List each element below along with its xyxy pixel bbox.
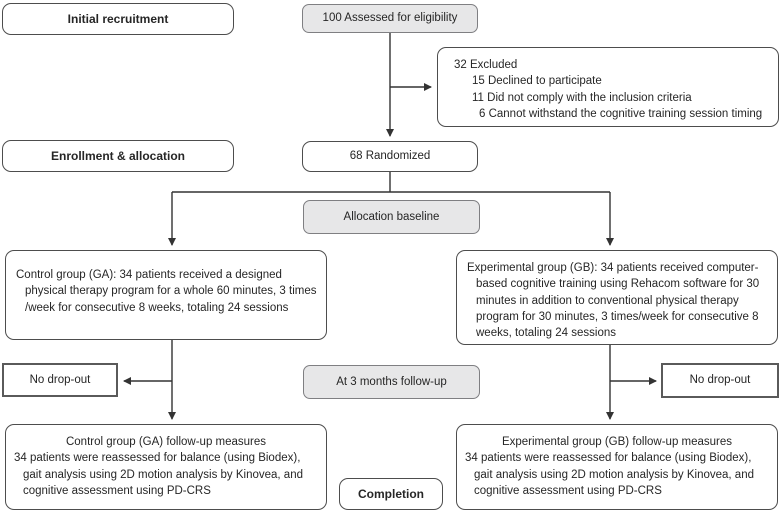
experimental-followup-title: Experimental group (GB) follow-up measur… xyxy=(501,436,733,448)
excluded-title: 32 Excluded xyxy=(454,59,518,71)
node-control-group: Control group (GA): 34 patients received… xyxy=(5,250,327,340)
experimental-followup-body: 34 patients were reassessed for balance … xyxy=(465,452,754,497)
stage-enrollment-allocation: Enrollment & allocation xyxy=(2,140,234,172)
stage-initial-recruitment: Initial recruitment xyxy=(2,3,234,35)
excluded-reason: 6 Cannot withstand the cognitive trainin… xyxy=(479,107,763,120)
control-group-text: Control group (GA): 34 patients received… xyxy=(16,269,317,314)
excluded-reason: 15 Declined to participate xyxy=(472,75,602,88)
node-experimental-group: Experimental group (GB): 34 patients rec… xyxy=(456,250,778,345)
node-control-followup: Control group (GA) follow-up measures 34… xyxy=(5,424,327,510)
node-followup-label: At 3 months follow-up xyxy=(303,365,480,399)
node-randomized: 68 Randomized xyxy=(302,141,478,172)
stage-completion: Completion xyxy=(339,478,443,510)
node-no-dropout-right: No drop-out xyxy=(661,363,779,398)
node-assessed-for-eligibility: 100 Assessed for eligibility xyxy=(302,4,478,33)
excluded-reason: 11 Did not comply with the inclusion cri… xyxy=(472,91,692,104)
control-followup-title: Control group (GA) follow-up measures xyxy=(65,436,267,448)
node-allocation-baseline: Allocation baseline xyxy=(303,200,480,234)
node-excluded: 32 Excluded 15 Declined to participate 1… xyxy=(437,47,779,127)
experimental-group-text: Experimental group (GB): 34 patients rec… xyxy=(467,262,760,340)
node-experimental-followup: Experimental group (GB) follow-up measur… xyxy=(456,424,778,510)
control-followup-body: 34 patients were reassessed for balance … xyxy=(14,452,303,497)
node-no-dropout-left: No drop-out xyxy=(2,363,118,397)
